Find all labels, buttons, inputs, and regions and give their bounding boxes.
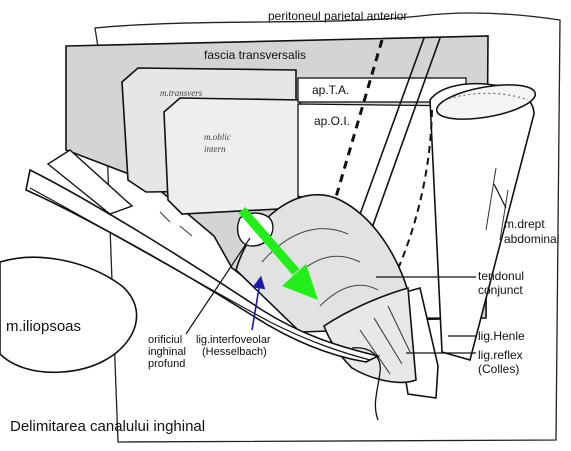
label-fascia-transversalis: fascia transversalis [204, 48, 306, 62]
label-ap-ta: ap.T.A. [312, 83, 349, 97]
label-reflex-line1: lig.reflex [478, 348, 523, 362]
label-rectus-line2: abdominal [504, 232, 559, 246]
muscle-layers: m.transvers m.oblic intern [121, 67, 301, 215]
label-deep-ring-line3: profund [148, 358, 185, 370]
label-tendon-line2: conjunct [478, 283, 523, 297]
label-iliopsoas: m.iliopsoas [6, 318, 81, 335]
oblique-internal-flap [163, 97, 301, 215]
label-hesselbach-line1: lig.interfoveolar [196, 334, 271, 346]
label-peritoneum: peritoneul parietal anterior [268, 9, 407, 23]
inguinal-ligament [25, 149, 381, 363]
label-hesselbach: lig.interfoveolar (Hesselbach) [196, 334, 274, 358]
label-ap-oi: ap.O.I. [314, 114, 350, 128]
label-henle: lig.Henle [478, 329, 525, 343]
muscle-scribble-2: m.oblic [204, 132, 231, 142]
rectus-abdominis [429, 82, 537, 361]
label-reflex-line2: (Colles) [478, 362, 519, 376]
label-rectus: m.drept abdominal [504, 217, 559, 246]
label-deep-ring: orificiul inghinal profund [148, 334, 189, 370]
label-conjoint-tendon: tendonul conjunct [478, 269, 527, 297]
label-rectus-line1: m.drept [504, 217, 545, 231]
leader-lines [185, 183, 507, 354]
label-tendon-line1: tendonul [478, 269, 524, 283]
caption: Delimitarea canalului inghinal [10, 418, 205, 435]
canal-direction-arrow [238, 207, 318, 300]
iliopsoas-muscle [0, 256, 138, 374]
muscle-scribble: m.transvers [160, 88, 203, 98]
label-reflex: lig.reflex (Colles) [478, 348, 526, 376]
label-deep-ring-line2: inghinal [148, 346, 186, 358]
label-hesselbach-line2: (Hesselbach) [202, 346, 267, 358]
hesselbach-pointer [251, 275, 266, 331]
muscle-scribble-3: intern [204, 144, 226, 154]
femoral-outline [351, 347, 381, 421]
label-deep-ring-line1: orificiul [148, 334, 182, 346]
